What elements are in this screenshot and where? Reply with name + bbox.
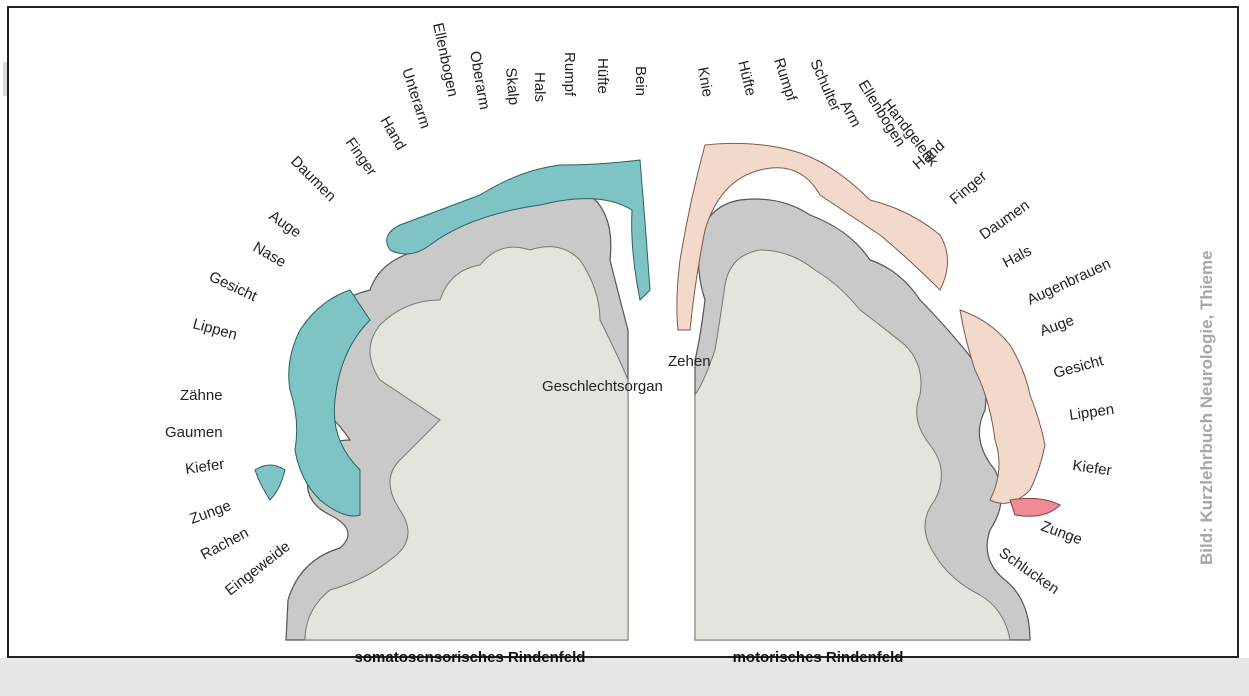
motor-label: Hüfte — [734, 59, 759, 98]
sensory-hemisphere — [255, 160, 650, 640]
sensory-label: Nase — [250, 239, 289, 271]
motor-label: Auge — [1038, 312, 1077, 340]
motor-label: Lippen — [1068, 401, 1115, 424]
sensory-caption: somatosensorisches Rindenfeld — [355, 649, 586, 666]
sensory-label: Oberarm — [466, 50, 493, 111]
sensory-label: Unterarm — [398, 66, 433, 131]
sensory-label: Hand — [377, 114, 410, 154]
motor-label: Zehen — [668, 353, 711, 370]
sensory-label: Ellenbogen — [429, 21, 461, 98]
sensory-label: Skalp — [502, 67, 522, 106]
sensory-label: Auge — [266, 207, 304, 241]
sensory-label: Finger — [342, 135, 380, 180]
sensory-label: Zähne — [180, 387, 223, 404]
motor-label: Gesicht — [1052, 352, 1106, 382]
sensory-label: Lippen — [191, 315, 239, 343]
motor-caption: motorisches Rindenfeld — [733, 649, 904, 666]
motor-label: Knie — [694, 66, 716, 99]
sensory-label: Geschlechtsorgan — [542, 378, 663, 395]
sensory-label: Hals — [531, 72, 548, 102]
motor-label: Augenbrauen — [1025, 255, 1114, 308]
image-credit: Bild: Kurzlehrbuch Neurologie, Thieme — [1197, 250, 1216, 565]
motor-label: Daumen — [977, 197, 1033, 243]
sensory-label: Rachen — [198, 524, 252, 563]
sensory-label: Kiefer — [184, 456, 225, 478]
motor-label: Finger — [947, 168, 991, 208]
sensory-label: Daumen — [287, 153, 339, 205]
motor-label: Arm — [836, 98, 864, 130]
motor-label: Rumpf — [770, 56, 800, 104]
motor-label: Hals — [1000, 242, 1034, 271]
sensory-label: Gesicht — [206, 268, 260, 305]
sensory-label: Bein — [632, 66, 649, 96]
motor-label: Zunge — [1039, 518, 1085, 549]
sensory-label: Gaumen — [165, 424, 223, 441]
sensory-label: Rumpf — [561, 52, 578, 97]
sensory-tongue — [255, 465, 285, 500]
motor-label: Kiefer — [1071, 457, 1112, 479]
motor-tongue — [1010, 498, 1060, 516]
sensory-label: Zunge — [188, 497, 234, 528]
sensory-label: Hüfte — [594, 58, 611, 94]
